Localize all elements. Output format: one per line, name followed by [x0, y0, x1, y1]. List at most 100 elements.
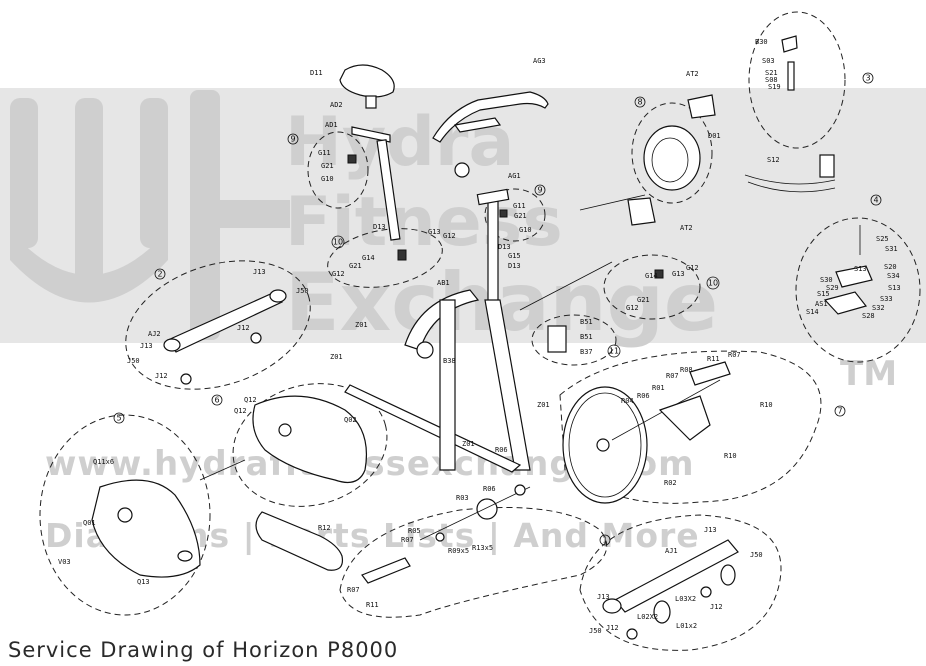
label-r13x5: R13x5	[472, 544, 493, 552]
label-r06: R06	[637, 392, 650, 400]
outline-brackets	[531, 314, 617, 366]
label-seat-clamp: AD2	[330, 101, 343, 109]
group-number-8: 8	[637, 98, 642, 107]
label-front-j12: J12	[710, 603, 723, 611]
watermark-tm: TM	[840, 354, 897, 394]
label-chain-cover: Q01	[83, 519, 96, 527]
crank-sprocket	[476, 498, 498, 520]
label-post-g12: G12	[443, 232, 456, 240]
label-s28: S28	[862, 312, 875, 320]
group-marker-10b	[706, 276, 720, 290]
label-q13: Q13	[137, 578, 150, 586]
front-foot	[626, 628, 638, 640]
label-front-j12b: J12	[606, 624, 619, 632]
group-marker-9b	[534, 184, 546, 196]
label-r11: R11	[707, 355, 720, 363]
label-rear-j50: J50	[296, 287, 309, 295]
label-s31: S31	[885, 245, 898, 253]
brake-bracket	[689, 361, 731, 386]
side-cover-hole	[278, 423, 292, 437]
tension-shaft	[819, 154, 835, 178]
front-wheel	[720, 564, 736, 586]
crank-bearing	[514, 484, 526, 496]
label-b38: B38	[443, 357, 456, 365]
label-r10-b: R10	[724, 452, 737, 460]
handle-slider-knob	[499, 209, 508, 218]
label-belt: R12	[318, 524, 331, 532]
label-handle-post: AG1	[508, 172, 521, 180]
label-r04: R04	[621, 397, 634, 405]
label-front-j13: J13	[704, 526, 717, 534]
seat	[339, 64, 395, 98]
label-b51-b: B51	[580, 333, 593, 341]
label-z01-d: Z01	[462, 440, 475, 448]
group-number-4: 4	[873, 196, 878, 205]
label-housing-top: AT2	[686, 70, 699, 78]
rear-foot-left	[180, 373, 192, 385]
group-number-2: 2	[157, 270, 162, 279]
outline-crank	[339, 507, 608, 618]
outline-right-knobs	[603, 254, 701, 320]
front-end-cap	[602, 598, 622, 614]
label-r06-crank: R06	[495, 446, 508, 454]
chain-cover-hole	[117, 507, 133, 523]
label-r09x5: R09x5	[448, 547, 469, 555]
label-housing: D01	[708, 132, 721, 140]
label-z01-a: Z01	[355, 321, 368, 329]
tension-knob	[781, 35, 798, 53]
frame-base	[344, 384, 522, 473]
rear-end-cap-right	[269, 289, 287, 303]
outline-post-knobs	[327, 228, 443, 288]
group-number-6: 6	[214, 396, 219, 405]
group-outlines	[39, 11, 921, 651]
label-q12-a: Q12	[244, 396, 257, 404]
label-right-g21: G21	[637, 296, 650, 304]
label-post-d13: D13	[373, 223, 386, 231]
group-marker-4	[870, 194, 882, 206]
label-front-j50: J50	[750, 551, 763, 559]
outline-top-right	[748, 11, 846, 149]
flywheel-hub	[596, 438, 610, 452]
leader-1	[519, 261, 613, 311]
drive-belt	[255, 511, 344, 571]
label-s08: S08	[765, 76, 778, 84]
label-post-g14: G14	[362, 254, 375, 262]
label-rear-stabilizer: AJ2	[148, 330, 161, 338]
label-r07-pedal: R07	[347, 586, 360, 594]
group-marker-5	[113, 412, 125, 424]
rear-foot-right	[250, 332, 262, 344]
part-drawings	[91, 35, 873, 640]
label-q11x6: Q11x6	[93, 458, 114, 466]
watermark-logo-icon	[10, 90, 290, 340]
seat-post	[376, 139, 401, 241]
label-s20: S20	[884, 263, 897, 271]
outline-chain-cover	[39, 414, 211, 616]
outline-crank-housing	[631, 102, 713, 204]
label-s14: S14	[806, 308, 819, 316]
side-cover	[252, 395, 368, 483]
resistance-housing-inner	[651, 137, 689, 183]
label-z01-c: Z01	[537, 401, 550, 409]
label-v03: V03	[58, 558, 71, 566]
label-s30: S30	[820, 276, 833, 284]
group-number-7: 7	[837, 407, 842, 416]
label-r06-crank-b: R06	[483, 485, 496, 493]
label-handle-d13: D13	[498, 243, 511, 251]
label-s15: S15	[817, 290, 830, 298]
label-frame: AB1	[437, 279, 450, 287]
part-labels: D11 AD2 AD1 AG3 AG1 AT2 D01 AT2 B30 S03 …	[58, 38, 901, 635]
crank-washer	[435, 532, 445, 542]
label-handlebar: AG3	[533, 57, 546, 65]
label-post-g13: G13	[428, 228, 441, 236]
label-post-g21: G21	[349, 262, 362, 270]
handle-knob	[454, 162, 470, 178]
label-housing-bottom: AT2	[680, 224, 693, 232]
frame-rear	[439, 299, 456, 471]
label-l01x2: L01x2	[676, 622, 697, 630]
chain-cover	[91, 479, 201, 578]
outline-flywheel	[559, 350, 822, 504]
label-rear-j50b: J50	[127, 357, 140, 365]
label-rear-j12b: J12	[155, 372, 168, 380]
label-r03: R03	[456, 494, 469, 502]
label-seat-g10: G10	[321, 175, 334, 183]
